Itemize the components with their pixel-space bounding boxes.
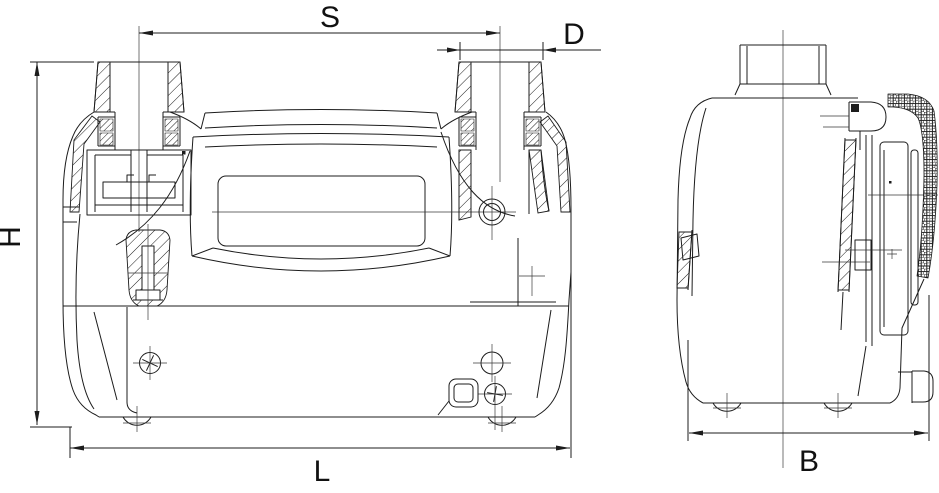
cover-screw-left: [133, 346, 167, 380]
register-internals: [820, 101, 938, 397]
dimension-s: S: [139, 1, 500, 36]
dimension-h: H: [0, 61, 94, 428]
dim-label-b: B: [799, 445, 819, 478]
side-feet: [712, 393, 853, 418]
side-view: [676, 30, 938, 468]
meter-body-front-outline: [62, 111, 572, 418]
inner-dome-arcs: [115, 131, 516, 246]
inlet-valve-chamber: [86, 149, 192, 216]
outlet-port: [458, 149, 550, 240]
dimension-l: L: [69, 272, 572, 488]
display-bezel: [189, 133, 453, 272]
top-cover-band: [169, 109, 473, 130]
dim-label-h: H: [0, 226, 27, 248]
meter-body-side-outline: [676, 97, 934, 404]
cover-screw-right: [478, 376, 512, 430]
dimension-d: D: [437, 18, 601, 60]
dimension-b: B: [687, 295, 930, 478]
side-pipe: [734, 44, 832, 96]
dim-label-l: L: [314, 455, 331, 488]
dim-label-d: D: [563, 18, 585, 51]
knurled-bezel-section: [887, 93, 938, 279]
display-window: [217, 175, 426, 247]
filter-bolt-detail: [125, 224, 171, 320]
lower-panel-lines: [93, 238, 552, 414]
front-view: [62, 26, 572, 432]
side-left-wall-section: [676, 229, 700, 291]
seal-bracket: [437, 378, 479, 416]
dim-label-s: S: [320, 1, 340, 34]
boss-circle-right: [473, 344, 511, 382]
right-edge-center-mark: [519, 266, 545, 296]
front-feet: [122, 406, 517, 432]
